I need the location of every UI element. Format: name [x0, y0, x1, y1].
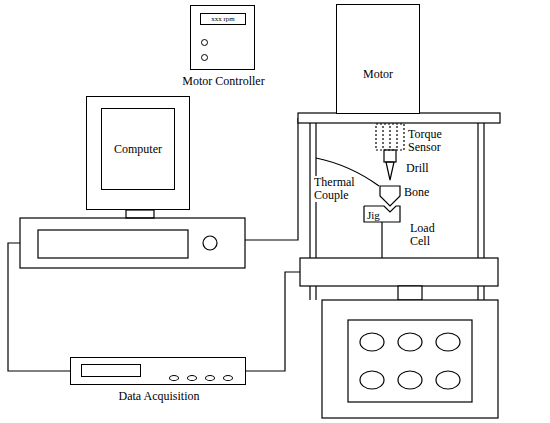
data-acquisition-box: Data Acquisition: [70, 357, 246, 385]
sensor-hatch: [382, 126, 383, 148]
node-heading: Data Acquisition: [119, 389, 200, 403]
wire: [245, 118, 298, 240]
drive-slot: [38, 230, 188, 258]
knob: [201, 39, 208, 46]
bone: [380, 186, 400, 206]
computer-tower: [20, 218, 245, 268]
motor-controller: Motor Controllerxxx rpm: [190, 5, 255, 70]
panel-button: [360, 371, 384, 389]
part-label: Jig: [367, 209, 380, 222]
pedestal: [398, 286, 422, 300]
middle-beam: [300, 258, 498, 286]
part-label: Drill: [406, 162, 429, 175]
node-text: Motor: [363, 67, 393, 81]
wire: [8, 243, 70, 371]
panel-button: [360, 333, 384, 351]
torque-sensor: [376, 124, 404, 150]
sensor-hatch: [396, 126, 397, 148]
daq-button: [169, 375, 179, 381]
daq-display: [81, 364, 141, 377]
power-button: [203, 236, 217, 250]
cross-bar: [298, 113, 500, 123]
knob: [201, 54, 208, 61]
part-label: Thermal Couple: [314, 176, 362, 202]
node-heading: Motor Controller: [182, 74, 264, 88]
panel-button: [436, 333, 460, 351]
drill-chuck: [384, 150, 396, 162]
daq-button: [223, 375, 233, 381]
sensor-hatch: [389, 126, 390, 148]
motor-box: Motor: [336, 4, 420, 114]
daq-button: [205, 375, 215, 381]
node-text: Computer: [114, 142, 162, 156]
machine-base: [322, 300, 498, 418]
control-panel: [348, 320, 472, 402]
panel-button: [398, 371, 422, 389]
node-text: xxx rpm: [211, 14, 235, 24]
computer-monitor: Computer: [86, 96, 190, 210]
panel-button: [398, 333, 422, 351]
drill-bit: [386, 162, 394, 180]
daq-button: [187, 375, 197, 381]
panel-button: [436, 371, 460, 389]
part-label: Load Cell: [410, 222, 446, 248]
part-label: Torque Sensor: [408, 128, 454, 154]
jig: [364, 206, 400, 222]
part-label: Bone: [404, 186, 429, 199]
rpm-display: xxx rpm: [200, 13, 246, 25]
monitor-stand: [126, 210, 154, 218]
wire: [246, 272, 300, 371]
load-cell-rod: [381, 222, 382, 258]
